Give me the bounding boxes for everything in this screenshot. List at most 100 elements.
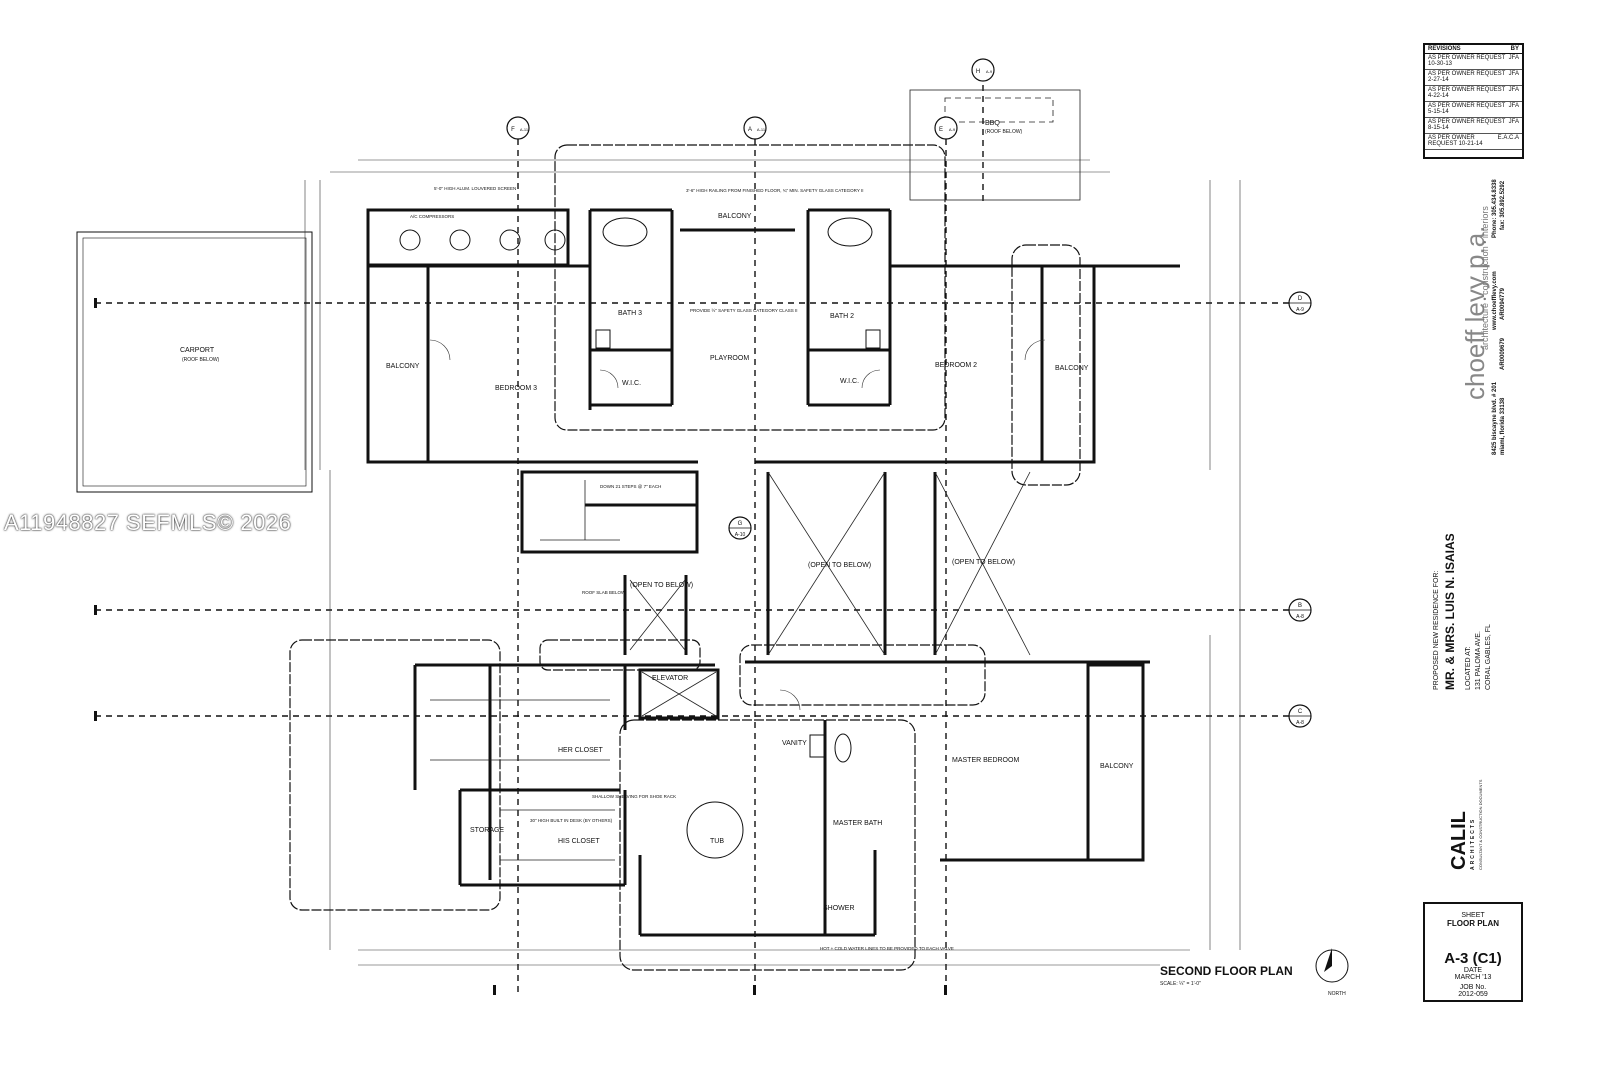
tub-label: TUB	[710, 838, 724, 845]
firm-license-1: AR0009679	[1500, 337, 1506, 370]
revision-text: AS PER OWNER REQUEST 2-27-14	[1428, 71, 1506, 83]
note-built-in: 30" HIGH BUILT IN DESK (BY OTHERS)	[530, 818, 613, 823]
grid-c-sheet: A-8	[1296, 720, 1304, 726]
fixtures	[399, 217, 881, 859]
open-below-3: (OPEN TO BELOW)	[952, 559, 1015, 566]
master-bath-label: MASTER BATH	[833, 820, 882, 827]
grid-bubble-f: F A-11	[506, 116, 530, 140]
bath2-label: BATH 2	[830, 313, 854, 320]
sheet-name: FLOOR PLAN	[1447, 919, 1499, 928]
mls-watermark: A11948827 SEFMLS© 2026	[4, 510, 292, 535]
revision-text: AS PER OWNER REQUEST 10-30-13	[1428, 55, 1506, 67]
grid-a-sheet: A-11	[757, 127, 766, 132]
firm-license-2: AR0094779	[1500, 287, 1506, 320]
revision-text: AS PER OWNER REQUEST 10-21-14	[1428, 135, 1483, 147]
grid-bubbles: D A-9 B A-8 C A-8 F A-11 A A-11 E A	[506, 58, 1312, 728]
bedroom3-label: BEDROOM 3	[495, 385, 537, 392]
revision-row: AS PER OWNER REQUEST 10-21-14 E.A.C.A	[1425, 134, 1522, 150]
his-closet-label: HIS CLOSET	[558, 838, 600, 845]
grid-end-ticks	[94, 298, 947, 995]
notes: 5'-0" HIGH ALUM. LOUVERED SCREEN PROVIDE…	[434, 186, 954, 951]
project-located: LOCATED AT:	[1465, 646, 1472, 690]
grid-bubble-g: G A-10	[728, 516, 752, 540]
note-safety: PROVIDE ½" SAFETY GLASS CATEGORY CLASS I…	[690, 307, 798, 313]
bbq-note: (ROOF BELOW)	[985, 129, 1023, 135]
grid-d-sheet: A-9	[1296, 307, 1304, 313]
vanity-label: VANITY	[782, 740, 807, 747]
note-hot-cold: HOT + COLD WATER LINES TO BE PROVIDED TO…	[820, 946, 954, 951]
grid-bubble-e: E A-9	[934, 116, 958, 140]
north-arrow	[1315, 948, 1349, 983]
note-screen: 5'-0" HIGH ALUM. LOUVERED SCREEN	[434, 186, 516, 191]
revision-text: AS PER OWNER REQUEST 4-22-14	[1428, 87, 1506, 99]
open-below-1: (OPEN TO BELOW)	[630, 582, 693, 589]
revisions-header: REVISIONS BY	[1425, 45, 1522, 54]
plan-scale: SCALE: ¼" = 1'-0"	[1160, 981, 1201, 987]
grid-lines	[95, 85, 1290, 995]
grid-g-label: G	[738, 521, 743, 527]
playroom-label: PLAYROOM	[710, 355, 749, 362]
grid-f-label: F	[511, 127, 515, 133]
firm-tagline: architecture • construction • interiors	[1480, 206, 1490, 350]
bedroom2-label: BEDROOM 2	[935, 362, 977, 369]
firm-phone: Phone: 305.434.8338	[1492, 179, 1498, 238]
dimension-lines	[304, 159, 1241, 966]
plan-title: SECOND FLOOR PLAN	[1160, 964, 1293, 978]
revision-by: JFA	[1508, 119, 1519, 125]
carport	[76, 231, 313, 493]
grid-d-label: D	[1298, 296, 1303, 302]
carport-label: CARPORT	[180, 347, 215, 354]
open-below-2: (OPEN TO BELOW)	[808, 562, 871, 569]
project-city: CORAL GABLES, FL	[1485, 624, 1492, 690]
note-shelving: SHALLOW SHELVING FOR SHOE RACK	[592, 794, 676, 799]
elevator-label: ELEVATOR	[652, 675, 688, 682]
walls	[366, 208, 1180, 937]
balcony-master-label: BALCONY	[1100, 763, 1134, 770]
carport-note: (ROOF BELOW)	[182, 357, 220, 363]
revision-by: JFA	[1508, 87, 1519, 93]
storage-label: STORAGE	[470, 827, 504, 834]
grid-bubble-h: H A-9	[971, 58, 995, 82]
firm-web: www.choefflevy.com	[1492, 271, 1498, 330]
sheet-date-label: DATE	[1463, 967, 1483, 974]
firm-address-1: 8425 biscayne blvd. # 201	[1492, 381, 1498, 455]
wic-left-label: W.I.C.	[622, 380, 641, 387]
her-closet-label: HER CLOSET	[558, 747, 603, 754]
grid-b-label: B	[1298, 603, 1302, 609]
wic-right-label: W.I.C.	[840, 378, 859, 385]
grid-e-sheet: A-9	[949, 127, 956, 132]
grid-c-label: C	[1298, 709, 1303, 715]
grid-bubble-a: A A-11	[743, 116, 767, 140]
sheet-job: 2012-059	[1458, 991, 1488, 998]
revision-by: JFA	[1508, 71, 1519, 77]
grid-g-sheet: A-10	[735, 532, 746, 538]
grid-bubble-d: D A-9	[1288, 291, 1312, 315]
consultant-role: CONSULTANT & CONSTRUCTION DOCUMENTS	[1478, 779, 1483, 870]
revision-by: E.A.C.A	[1497, 135, 1519, 141]
consultant-name: CALIL	[1448, 811, 1470, 870]
grid-h-label: H	[976, 69, 980, 75]
ac-label: A/C COMPRESSORS	[410, 214, 454, 219]
balcony-right-label: BALCONY	[1055, 365, 1089, 372]
note-roof-slab: ROOF SLAB BELOW	[582, 590, 626, 595]
project-address: 131 PALOMA AVE.	[1475, 631, 1482, 690]
grid-e-label: E	[939, 127, 943, 133]
balcony-left-label: BALCONY	[386, 363, 420, 370]
bath3-label: BATH 3	[618, 310, 642, 317]
sheet-label: SHEET	[1461, 912, 1485, 919]
grid-h-sheet: A-9	[986, 69, 993, 74]
door-swings	[429, 339, 1046, 711]
firm-fax: fax: 305.892.5292	[1500, 180, 1506, 230]
revisions-title: REVISIONS	[1428, 46, 1461, 52]
sheet-number: A-3 (C1)	[1444, 950, 1502, 967]
revision-clouds	[289, 144, 1081, 971]
down-steps-label: DOWN 21 STEPS @ 7" EACH	[600, 484, 661, 489]
consultant-sub: ARCHITECTS	[1470, 817, 1476, 870]
revision-by: JFA	[1508, 103, 1519, 109]
room-labels: BALCONY BEDROOM 3 BATH 3 W.I.C. BALCONY …	[386, 120, 1134, 912]
grid-f-sheet: A-11	[520, 127, 529, 132]
north-label: NORTH	[1328, 991, 1346, 997]
